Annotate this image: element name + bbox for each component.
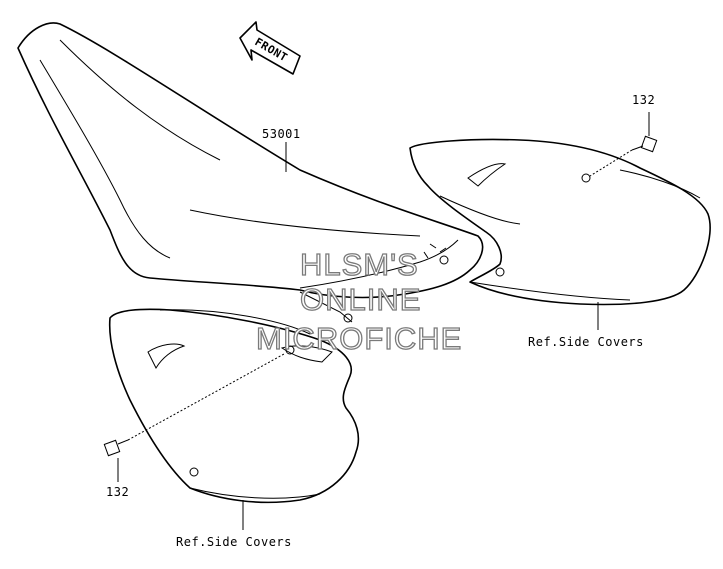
watermark-line-1: HLSM'S [300, 247, 419, 282]
front-arrow-label: FRONT [253, 35, 290, 64]
watermark-line-3: MICROFICHE [256, 321, 462, 356]
bolt-right-icon [631, 135, 658, 153]
ref-side-covers-left: Ref.Side Covers [176, 535, 292, 549]
left-side-cover-part [108, 308, 360, 504]
ref-side-covers-right: Ref.Side Covers [528, 335, 644, 349]
bolt-right-axis [589, 149, 633, 177]
seat-part [17, 22, 484, 323]
seat-part-number: 53001 [262, 127, 301, 141]
bolt-left-part-number: 132 [106, 485, 129, 499]
bolt-right-part-number: 132 [632, 93, 655, 107]
right-side-cover-part [409, 138, 711, 306]
watermark-line-2: ONLINE [300, 282, 421, 317]
bolt-left-axis [127, 353, 285, 441]
bolt-left-icon [103, 439, 129, 457]
front-arrow-icon: FRONT [239, 21, 301, 75]
watermark: HLSM'S ONLINE MICROFICHE [255, 246, 462, 356]
